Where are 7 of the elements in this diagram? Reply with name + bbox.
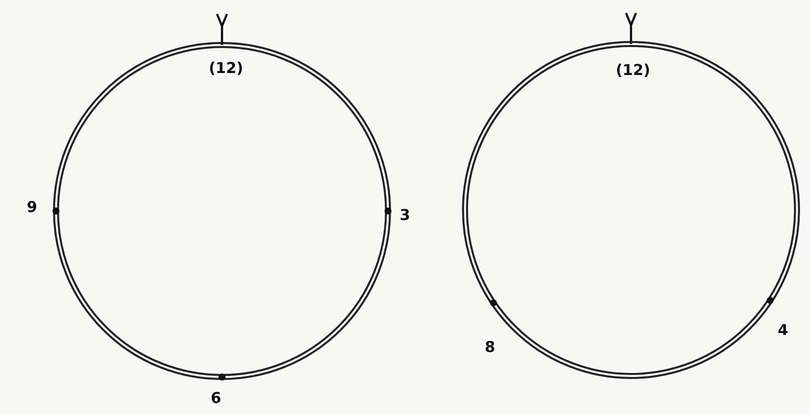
position-number: 8	[484, 338, 496, 356]
position-number: 4	[778, 321, 788, 339]
position-number: 3	[400, 206, 410, 224]
position-number: 6	[210, 389, 222, 407]
position-number: (12)	[208, 59, 244, 77]
position-number: 9	[26, 198, 38, 216]
position-number: (12)	[616, 61, 650, 79]
